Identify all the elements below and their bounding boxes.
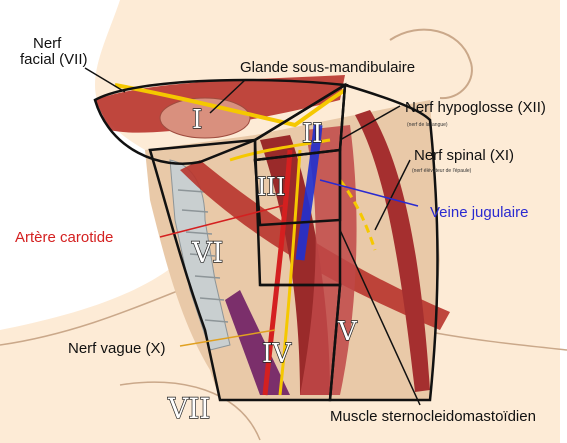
zone-III: III [257, 173, 285, 201]
label-nerf-facial-line1: Nerf [33, 35, 62, 52]
zone-IV: IV [262, 339, 292, 369]
label-nerf-vague: Nerf vague (X) [68, 340, 166, 357]
zone-II: II [302, 119, 323, 149]
label-veine-jugulaire: Veine jugulaire [430, 204, 528, 221]
label-nerf-hypoglosse: Nerf hypoglosse (XII) [405, 99, 546, 116]
label-nerf-spinal: Nerf spinal (XI) [414, 147, 514, 164]
zone-I: I [192, 105, 202, 135]
label-glande: Glande sous-mandibulaire [240, 59, 415, 76]
zone-V: V [337, 317, 358, 347]
label-nerf-hypoglosse-sub: (nerf de la langue) [407, 122, 448, 128]
label-muscle: Muscle sternocleidomastoïdien [330, 408, 536, 425]
zone-VI: VI [191, 236, 223, 269]
label-artere-carotide: Artère carotide [15, 229, 113, 246]
label-nerf-spinal-sub: (nerf élévateur de l'épaule) [412, 168, 472, 174]
label-nerf-facial-line2: facial (VII) [20, 51, 88, 68]
zone-VII: VII [167, 392, 210, 425]
